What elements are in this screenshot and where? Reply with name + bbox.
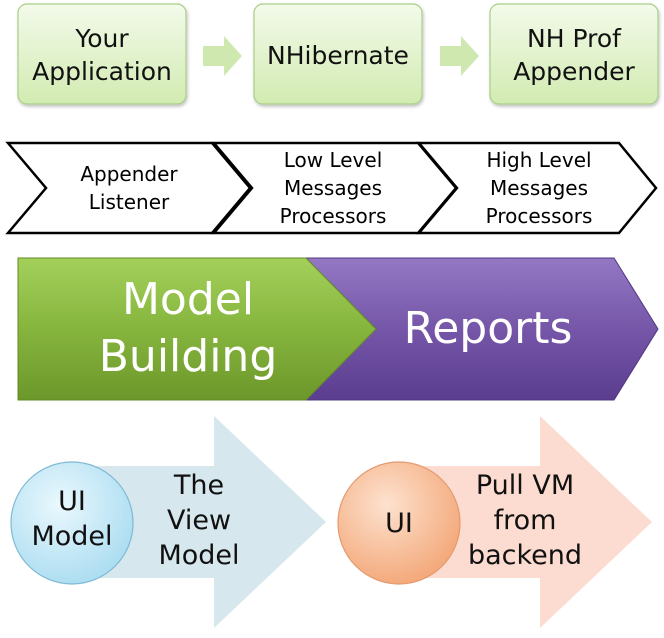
pull-vm-arrow xyxy=(400,416,652,628)
pipeline-arrow-2 xyxy=(440,36,479,76)
ui-circle xyxy=(337,461,461,585)
ui-layer-row: UI Model The View Model UI Pull VM from … xyxy=(10,416,652,628)
your-application-label-line2: Application xyxy=(32,57,172,86)
stages-row: Model Building Reports xyxy=(17,257,659,401)
processing-chevrons: Appender Listener Low Level Messages Pro… xyxy=(5,141,658,235)
ui-model-line1: UI xyxy=(58,486,86,517)
your-application-box xyxy=(17,3,187,105)
nh-prof-appender-label-line2: Appender xyxy=(513,57,635,86)
high-level-processors-line2: Messages xyxy=(490,176,588,200)
nh-prof-appender-box xyxy=(489,3,659,105)
model-building-arrow xyxy=(17,257,377,401)
pipeline-arrow-1 xyxy=(203,36,242,76)
low-level-processors-line1: Low Level xyxy=(284,148,383,172)
view-model-line1: The xyxy=(173,470,224,501)
appender-listener-line1: Appender xyxy=(80,162,178,186)
nhibernate-box xyxy=(253,3,423,105)
low-level-processors-line3: Processors xyxy=(280,204,387,228)
pull-vm-line1: Pull VM xyxy=(476,470,574,501)
pull-vm-line3: backend xyxy=(468,540,582,571)
reports-label: Reports xyxy=(404,303,573,354)
appender-listener-line2: Listener xyxy=(89,190,170,214)
ui-label: UI xyxy=(385,508,413,539)
low-level-processors-line2: Messages xyxy=(284,176,382,200)
view-model-line2: View xyxy=(167,505,231,536)
nhibernate-label: NHibernate xyxy=(267,41,409,70)
high-level-processors-line3: Processors xyxy=(486,204,593,228)
high-level-processors-chevron xyxy=(416,141,658,235)
pipeline-row: Your Application NHibernate NH Prof Appe… xyxy=(17,3,659,105)
view-model-arrow xyxy=(72,416,326,628)
ui-model-line2: Model xyxy=(31,521,112,552)
model-building-line1: Model xyxy=(122,274,254,325)
high-level-processors-line1: High Level xyxy=(486,148,591,172)
your-application-label-line1: Your xyxy=(74,24,129,53)
appender-listener-chevron xyxy=(5,141,252,235)
view-model-line3: Model xyxy=(158,540,239,571)
pull-vm-line2: from xyxy=(494,505,557,536)
model-building-line2: Building xyxy=(99,331,278,382)
ui-model-circle xyxy=(10,461,134,585)
nh-prof-appender-label-line1: NH Prof xyxy=(527,24,622,53)
